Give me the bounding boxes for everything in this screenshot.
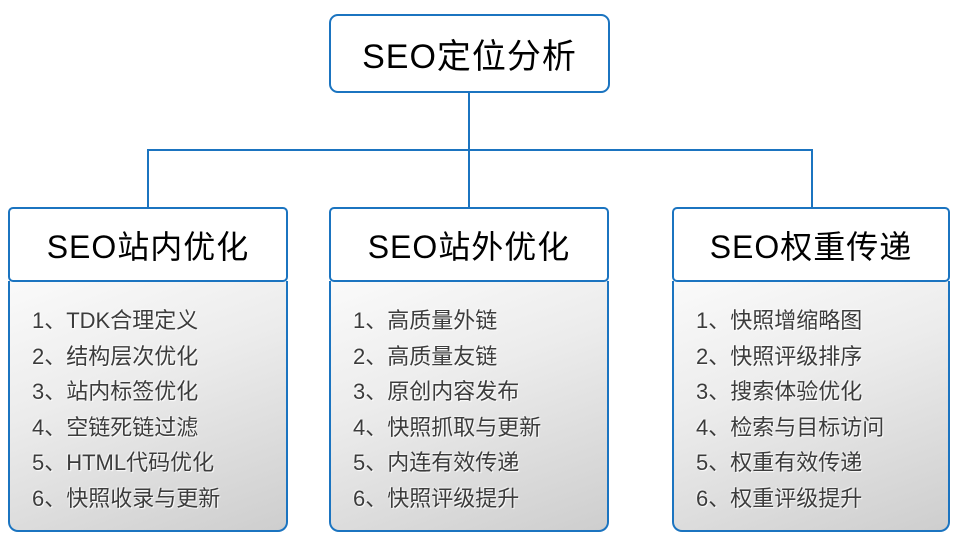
column-offsite-optimization: SEO站外优化 1、高质量外链 2、高质量友链 3、原创内容发布 4、快照抓取与… — [329, 207, 609, 532]
connector-root-vertical — [468, 93, 470, 150]
list-item: 1、TDK合理定义 — [32, 308, 199, 333]
list-item: 5、HTML代码优化 — [32, 450, 215, 475]
list-item: 6、快照收录与更新 — [32, 485, 221, 511]
column-item-list: 1、TDK合理定义 2、结构层次优化 3、站内标签优化 4、空链死链过滤 5、H… — [8, 281, 288, 532]
column-onsite-optimization: SEO站内优化 1、TDK合理定义 2、结构层次优化 3、站内标签优化 4、空链… — [8, 207, 288, 532]
column-header: SEO站内优化 — [8, 207, 288, 282]
list-item: 3、搜索体验优化 — [696, 379, 863, 404]
column-title: SEO站外优化 — [367, 228, 571, 265]
list-item: 3、站内标签优化 — [32, 379, 199, 404]
list-item: 6、快照评级提升 — [353, 485, 520, 511]
column-title: SEO权重传递 — [709, 228, 913, 265]
list-item: 4、快照抓取与更新 — [353, 414, 542, 440]
column-item-list: 1、快照增缩略图 2、快照评级排序 3、搜索体验优化 4、检索与目标访问 5、权… — [672, 281, 950, 532]
column-title: SEO站内优化 — [46, 228, 250, 265]
column-header: SEO权重传递 — [672, 207, 950, 282]
connector-drop-right — [811, 150, 813, 207]
list-item: 2、快照评级排序 — [696, 343, 863, 369]
connector-horizontal-bar — [147, 149, 813, 151]
list-item: 4、检索与目标访问 — [696, 414, 885, 440]
column-item-list: 1、高质量外链 2、高质量友链 3、原创内容发布 4、快照抓取与更新 5、内连有… — [329, 281, 609, 532]
column-weight-transfer: SEO权重传递 1、快照增缩略图 2、快照评级排序 3、搜索体验优化 4、检索与… — [672, 207, 950, 532]
list-item: 1、高质量外链 — [353, 308, 498, 333]
list-item: 5、权重有效传递 — [696, 450, 863, 475]
list-item: 2、高质量友链 — [353, 343, 498, 369]
column-header: SEO站外优化 — [329, 207, 609, 282]
connector-drop-left — [147, 150, 149, 207]
root-node: SEO定位分析 — [329, 14, 610, 93]
list-item: 2、结构层次优化 — [32, 343, 199, 369]
root-node-label: SEO定位分析 — [362, 38, 577, 76]
connector-drop-middle — [468, 150, 470, 207]
list-item: 3、原创内容发布 — [353, 379, 520, 404]
list-item: 5、内连有效传递 — [353, 450, 520, 475]
list-item: 1、快照增缩略图 — [696, 308, 863, 333]
list-item: 6、权重评级提升 — [696, 485, 863, 511]
list-item: 4、空链死链过滤 — [32, 414, 199, 440]
